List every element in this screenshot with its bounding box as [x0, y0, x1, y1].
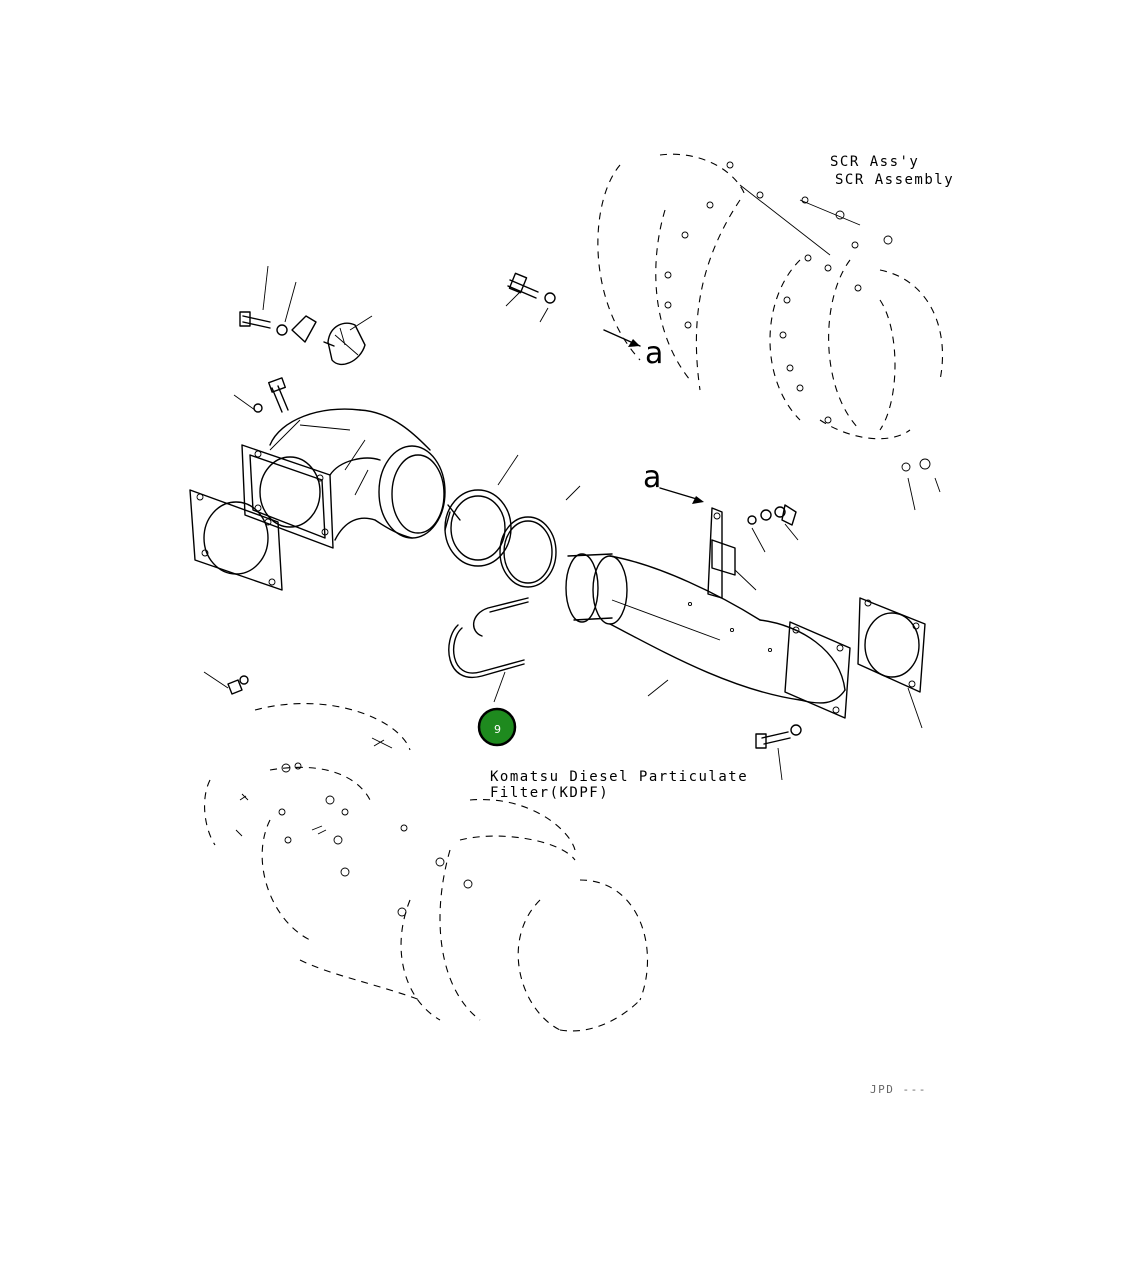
- scr-assy-label: SCR Ass'y: [830, 154, 919, 170]
- elbow-bolt: [233, 377, 289, 413]
- drawing-code: JPD ---: [870, 1083, 927, 1096]
- reference-arrow-a-mid: a: [643, 460, 704, 504]
- gasket-left: [189, 489, 283, 591]
- seal-ring: [499, 485, 581, 588]
- nut-lower-left: [203, 671, 249, 695]
- scr-assembly-label: SCR Assembly: [835, 172, 954, 188]
- bolt-bottom-right: [755, 724, 802, 781]
- part-callout-9[interactable]: 9: [477, 707, 517, 747]
- bracket-mid-right: [707, 504, 799, 599]
- sensor-bracket-group: [239, 265, 373, 365]
- kdpf-ghost: [204, 702, 648, 1032]
- callout-9-number[interactable]: 9: [494, 723, 501, 736]
- scr-assembly-ghost: [597, 153, 944, 511]
- kdpf-label-line2: Filter(KDPF): [490, 785, 609, 801]
- kdpf-label-line1: Komatsu Diesel Particulate: [490, 769, 748, 785]
- bolt-top-center: [505, 272, 556, 323]
- reference-a-top-label: a: [645, 336, 663, 371]
- callout-9-circle[interactable]: [477, 707, 517, 747]
- reference-arrow-a-top: a: [603, 329, 663, 371]
- gasket-right: [857, 597, 926, 729]
- u-bolt-upper: [473, 597, 529, 637]
- elbow-pipe: [241, 408, 446, 549]
- exhaust-tube: [565, 553, 851, 719]
- vband-clamp: [444, 454, 519, 567]
- u-bolt-lower: [448, 624, 525, 703]
- reference-a-mid-label: a: [643, 460, 661, 495]
